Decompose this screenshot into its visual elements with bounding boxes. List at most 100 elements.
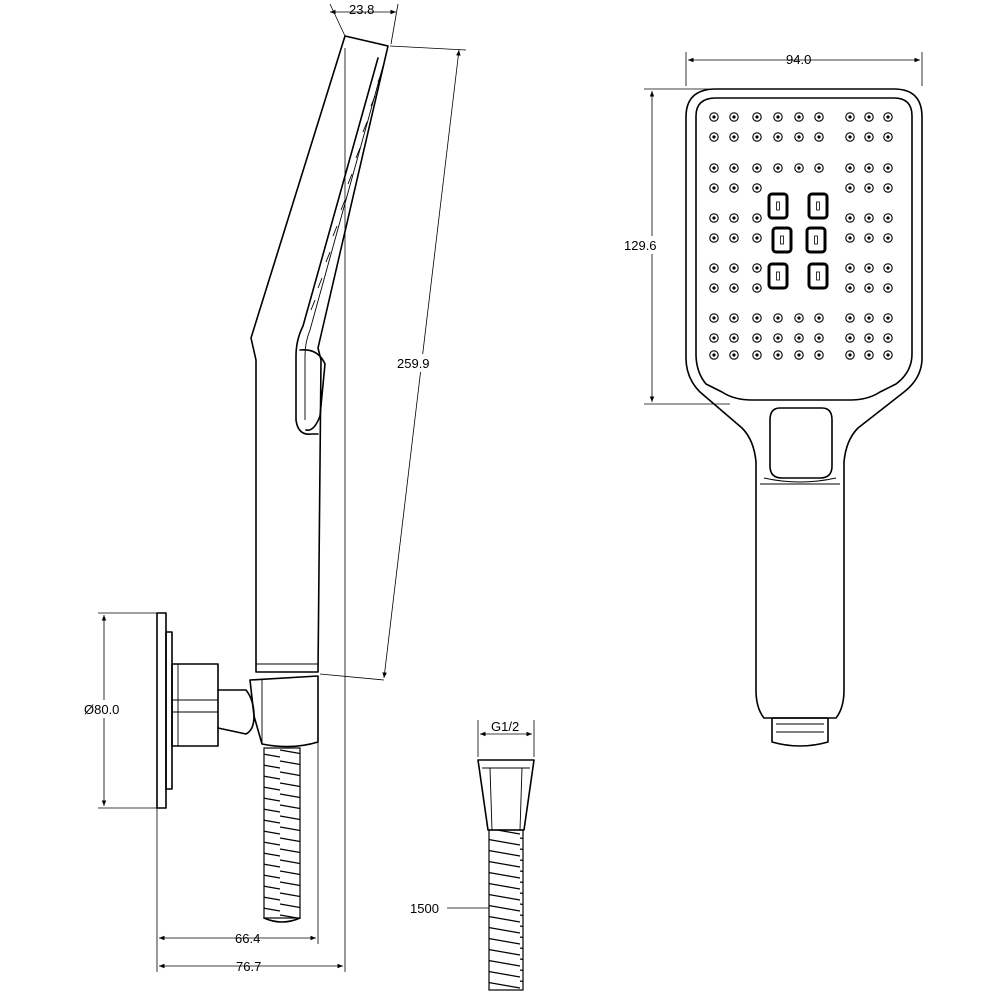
nozzle-row-side (310, 71, 383, 311)
nozzle-center (886, 286, 890, 290)
hose-detail: G1/2 1500 (410, 719, 535, 991)
hose-side (263, 747, 301, 919)
jet-nozzle (807, 192, 829, 220)
nozzle-center (755, 166, 759, 170)
hose-length (488, 829, 524, 991)
nozzle-center (867, 266, 871, 270)
handset-front-face (295, 57, 379, 436)
nozzle-center (755, 266, 759, 270)
bracket-holder (249, 675, 319, 748)
jet-slot (816, 201, 820, 211)
side-dimensions: 23.8 259.9 Ø80.0 66.4 76.7 (82, 2, 467, 974)
nozzle-center (732, 286, 736, 290)
front-view (685, 88, 923, 747)
nozzle-center (776, 353, 780, 357)
dim-handle-length: 259.9 (397, 356, 430, 371)
nozzle-center (848, 166, 852, 170)
spray-face (695, 97, 913, 401)
dim-head-width: 94.0 (786, 52, 811, 67)
nozzle-center (712, 236, 716, 240)
nozzle-center (732, 316, 736, 320)
nozzle-center (817, 166, 821, 170)
jet-nozzle (767, 262, 789, 290)
nozzle-center (712, 286, 716, 290)
nozzle-center (755, 286, 759, 290)
nozzle-center (886, 236, 890, 240)
nozzle-center (886, 186, 890, 190)
nozzle-center (755, 316, 759, 320)
dim-bracket-projection-inner: 66.4 (235, 931, 260, 946)
nozzle-center (712, 216, 716, 220)
bracket-collar (171, 663, 219, 747)
nozzle-center (755, 236, 759, 240)
jet-slot (780, 235, 784, 245)
nozzle-center (712, 336, 716, 340)
jet-nozzle (805, 226, 827, 254)
nozzle-center (732, 266, 736, 270)
jet-slot (776, 201, 780, 211)
nozzle-center (732, 186, 736, 190)
nozzle-center (755, 135, 759, 139)
dim-hose-length: 1500 (410, 901, 439, 916)
dim-hose-thread: G1/2 (491, 719, 519, 734)
nozzle-center (848, 316, 852, 320)
nozzle-center (712, 166, 716, 170)
jet-nozzle (771, 226, 793, 254)
nozzle-center (797, 135, 801, 139)
nozzle-center (867, 216, 871, 220)
nozzle-center (848, 135, 852, 139)
handset-front-outline (685, 88, 923, 719)
nozzle-center (817, 135, 821, 139)
jet-slot (814, 235, 818, 245)
nozzle-center (848, 286, 852, 290)
handset-side-outline (250, 35, 389, 673)
nozzle-center (886, 266, 890, 270)
nozzle-center (797, 166, 801, 170)
nozzle-center (797, 353, 801, 357)
dim-head-depth: 23.8 (349, 2, 374, 17)
nozzle-center (886, 135, 890, 139)
nozzle-center (886, 115, 890, 119)
nozzle-center (848, 216, 852, 220)
nozzle-center (867, 236, 871, 240)
nozzle-center (755, 115, 759, 119)
mode-button[interactable] (769, 407, 833, 479)
nozzle-center (848, 353, 852, 357)
nozzle-center (886, 353, 890, 357)
nozzle-grid (709, 112, 893, 360)
nozzle-center (776, 135, 780, 139)
front-dimensions: 94.0 129.6 (622, 52, 923, 405)
nozzle-center (848, 236, 852, 240)
side-view (156, 35, 389, 923)
nozzle-center (732, 236, 736, 240)
nozzle-center (755, 336, 759, 340)
bracket-arm (217, 689, 255, 735)
nozzle-center (712, 115, 716, 119)
nozzle-center (732, 216, 736, 220)
hose-nut (477, 759, 535, 831)
flange-ring (165, 631, 173, 790)
nozzle-center (755, 186, 759, 190)
jet-nozzle (807, 262, 829, 290)
nozzle-center (867, 135, 871, 139)
nozzle-center (712, 135, 716, 139)
nozzle-center (867, 286, 871, 290)
wall-flange (156, 612, 167, 809)
nozzle-center (755, 216, 759, 220)
nozzle-center (776, 316, 780, 320)
mode-button-side (299, 348, 326, 432)
nozzle-center (755, 353, 759, 357)
nozzle-center (886, 166, 890, 170)
nozzle-center (776, 115, 780, 119)
nozzle-center (867, 166, 871, 170)
nozzle-center (797, 115, 801, 119)
nozzle-center (848, 115, 852, 119)
nozzle-center (776, 166, 780, 170)
dim-flange-diameter: Ø80.0 (84, 702, 119, 717)
nozzle-center (732, 115, 736, 119)
nozzle-center (817, 336, 821, 340)
nozzle-center (732, 336, 736, 340)
nozzle-center (848, 336, 852, 340)
nozzle-center (817, 115, 821, 119)
